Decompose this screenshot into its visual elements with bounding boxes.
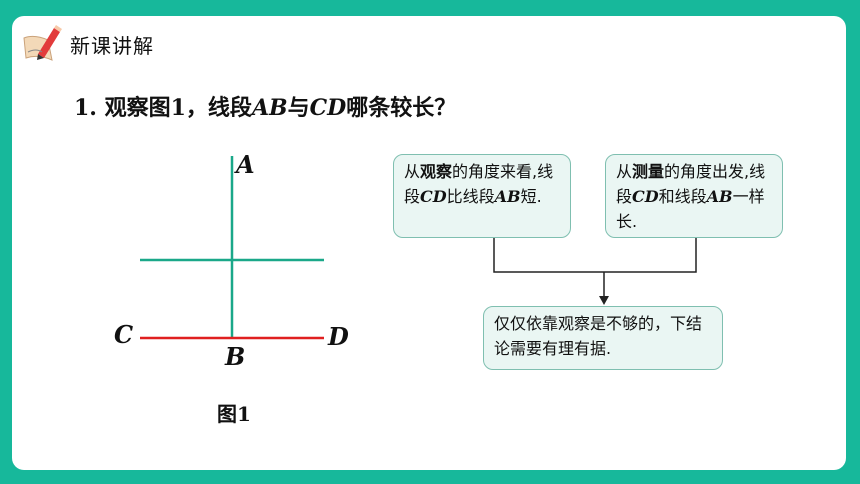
question-segment-ab: AB: [251, 95, 288, 121]
question-segment-cd: CD: [309, 95, 347, 121]
pencil-paper-icon: [23, 25, 62, 61]
measurement-segment-ab: AB: [706, 187, 733, 206]
measurement-segment-cd: CD: [632, 187, 659, 206]
point-c-label: C: [114, 320, 134, 349]
measurement-text-1: 从: [616, 162, 633, 181]
question-prefix: 1. 观察图1，线段: [74, 95, 252, 121]
measurement-text-2: 的角度出发,线段: [616, 162, 766, 206]
observation-text-2: 的角度来看,线段: [404, 162, 554, 206]
point-b-label: B: [225, 342, 246, 371]
arrow-head: [599, 296, 609, 305]
section-title: 新课讲解: [70, 33, 154, 58]
measurement-keyword: 测量: [632, 162, 665, 181]
question-text: 1. 观察图1，线段AB与CD哪条较长？: [74, 90, 456, 122]
question-mid: 与: [287, 95, 310, 121]
conclusion-text: 仅仅依靠观察是不够的，下结论需要有理有据.: [494, 314, 703, 358]
measurement-box: 从测量的角度出发,线段CD和线段AB一样长.: [605, 154, 783, 238]
observation-text-3: 比线段: [446, 187, 495, 206]
bracket-connector: [493, 238, 697, 273]
point-d-label: D: [328, 322, 349, 351]
section-header: 新课讲解: [18, 22, 154, 66]
conclusion-box: 仅仅依靠观察是不够的，下结论需要有理有据.: [483, 306, 723, 370]
content-card: 新课讲解 1. 观察图1，线段AB与CD哪条较长？ A B C D 图1 从观察…: [12, 16, 846, 470]
question-suffix: 哪条较长？: [346, 95, 457, 121]
observation-text-1: 从: [404, 162, 421, 181]
observation-keyword: 观察: [420, 162, 453, 181]
observation-segment-cd: CD: [420, 187, 447, 206]
observation-text-4: 短.: [520, 187, 542, 206]
point-a-label: A: [236, 150, 255, 179]
figure-diagram: [140, 156, 324, 340]
figure-caption: 图1: [217, 402, 251, 426]
measurement-text-4: 一样长.: [616, 187, 765, 231]
figure-1: A B C D: [112, 146, 372, 446]
observation-segment-ab: AB: [494, 187, 521, 206]
measurement-text-3: 和线段: [658, 187, 707, 206]
observation-box: 从观察的角度来看,线段CD比线段AB短.: [393, 154, 571, 238]
